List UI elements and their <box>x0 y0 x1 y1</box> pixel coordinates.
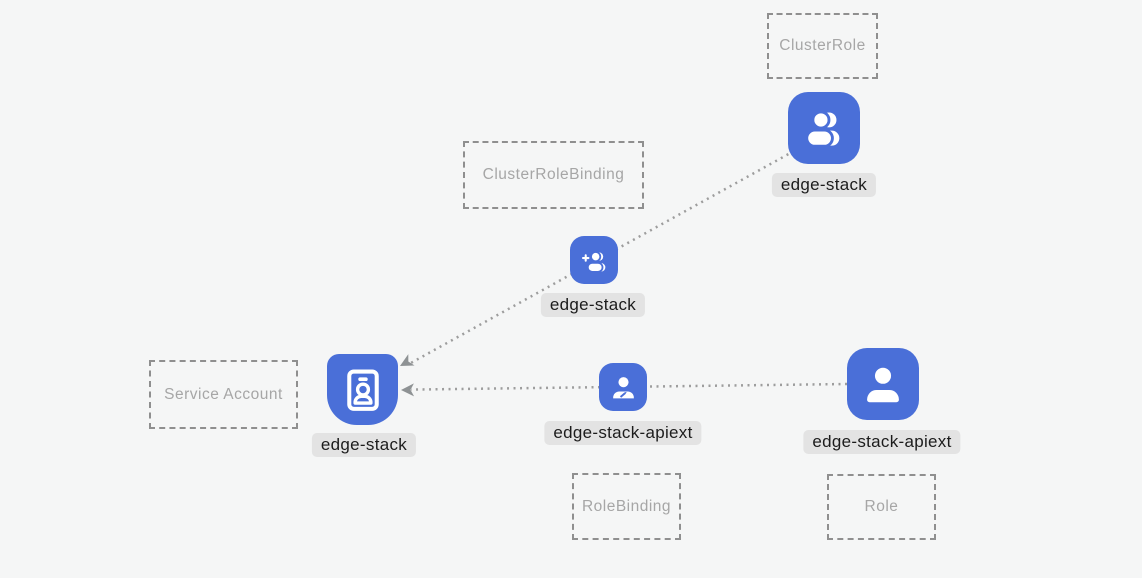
role-binding-node-label: edge-stack-apiext <box>544 421 702 445</box>
service-account-box: Service Account <box>149 360 298 429</box>
person-icon <box>867 367 899 403</box>
service-account-box-label: Service Account <box>164 385 283 403</box>
group-icon <box>805 110 840 148</box>
person-add-icon <box>581 250 605 273</box>
clusterrole-to-serviceaccount-line <box>408 149 795 366</box>
cluster-role-binding-node <box>570 236 618 284</box>
cluster-role-binding-box: ClusterRoleBinding <box>463 141 644 209</box>
cluster-role-node <box>788 92 860 164</box>
cluster-role-box: ClusterRole <box>767 13 878 79</box>
badge-icon <box>346 369 379 411</box>
role-node-label: edge-stack-apiext <box>803 430 961 454</box>
cluster-role-node-label: edge-stack <box>771 173 877 197</box>
role-to-serviceaccount-line <box>410 382 848 391</box>
role-box: Role <box>827 474 936 540</box>
role-binding-box-label: RoleBinding <box>581 497 672 515</box>
cluster-role-binding-box-label: ClusterRoleBinding <box>482 166 625 183</box>
person-edit-icon <box>612 376 634 398</box>
arrowhead-icon <box>401 383 415 397</box>
arrowhead-icon <box>400 354 415 366</box>
cluster-role-binding-node-label: edge-stack <box>540 293 646 317</box>
role-binding-box: RoleBinding <box>572 473 681 540</box>
cluster-role-box-label: ClusterRole <box>779 37 866 54</box>
service-account-node <box>327 354 398 425</box>
role-box-label: Role <box>864 498 899 515</box>
role-binding-node <box>599 363 647 411</box>
service-account-node-label: edge-stack <box>311 433 417 457</box>
role-node <box>847 348 919 420</box>
